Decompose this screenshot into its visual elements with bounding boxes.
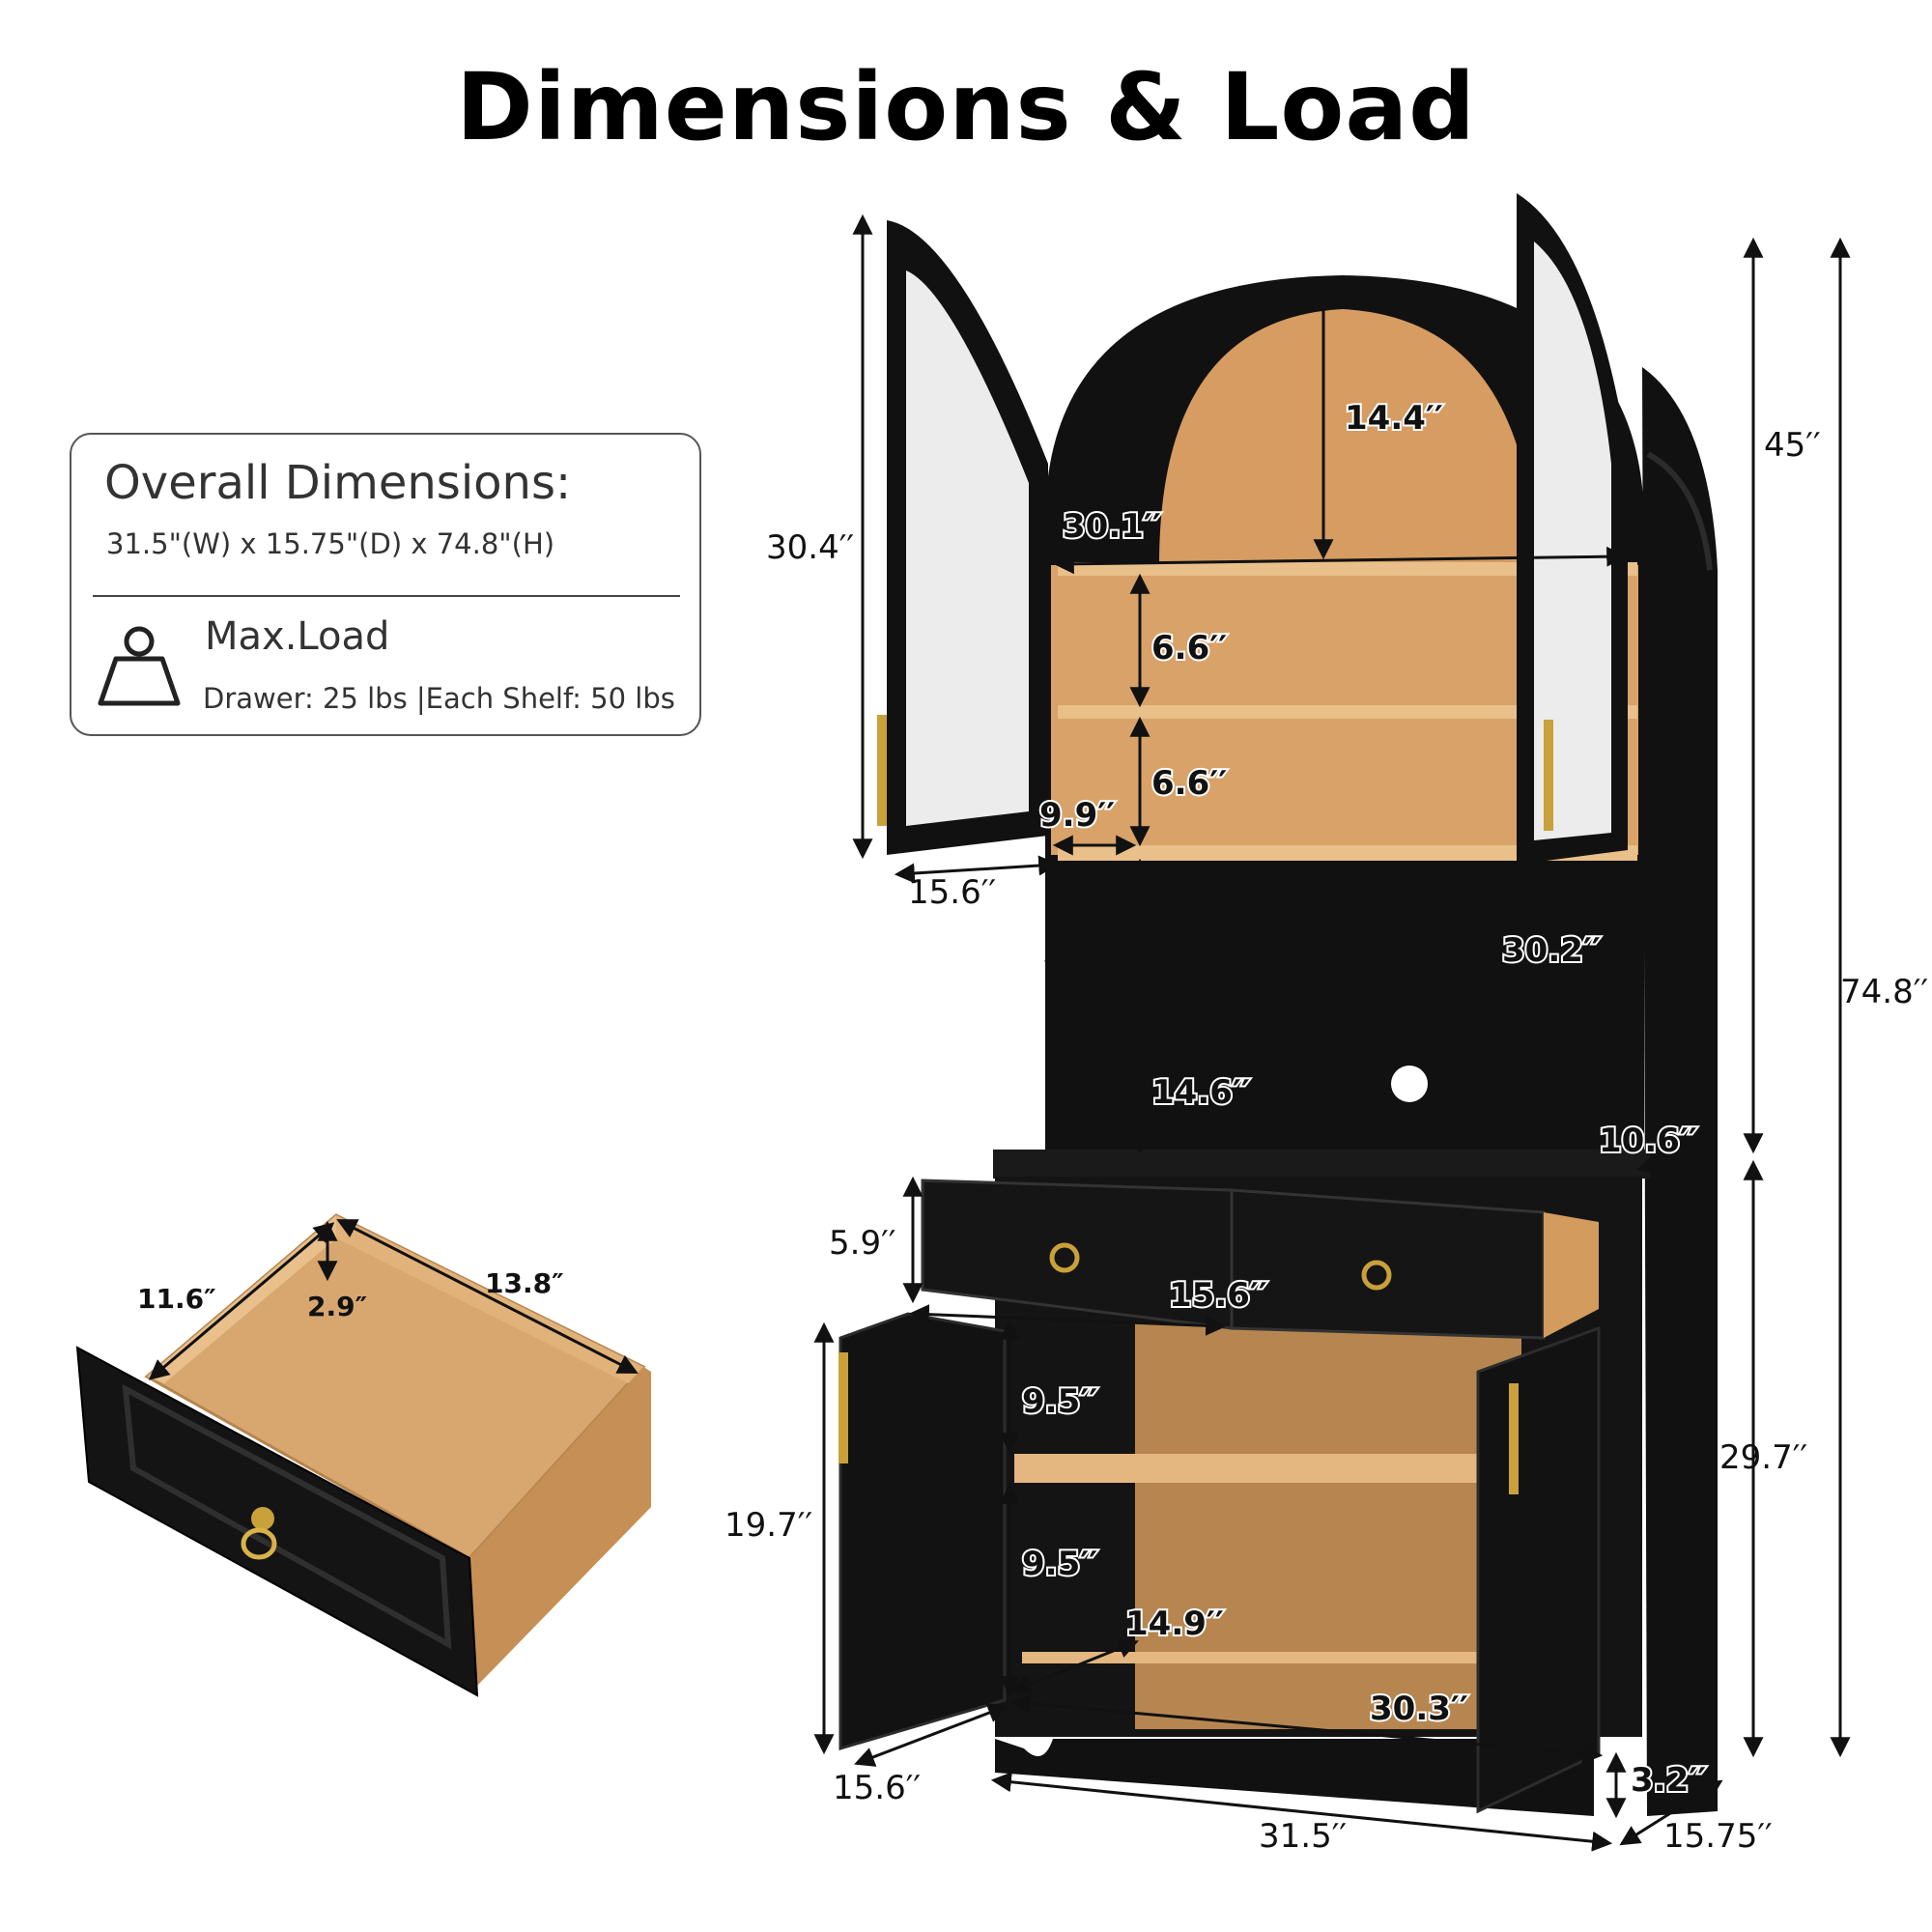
counter-top [993, 1150, 1650, 1179]
lower-depth-arrow [1010, 1638, 1139, 1694]
upper-door-width-arrow [894, 855, 1060, 884]
overall-width-label: 31.5′′ [1259, 1817, 1347, 1856]
lower-left-door [838, 1312, 1007, 1751]
overall-dimensions-text: 31.5"(W) x 15.75"(D) x 74.8"(H) [106, 527, 555, 560]
drawer-front-width-arrow [908, 1304, 1227, 1336]
overall-width-arrow [990, 1772, 1613, 1852]
drawer-width-label: 11.6″ [137, 1283, 216, 1315]
open-height-label: 14.6′′ [1151, 1073, 1250, 1112]
lower-right-handle [1509, 1383, 1519, 1494]
base-shelf [1014, 1454, 1521, 1483]
drawer-front-panel [122, 1383, 452, 1650]
card-heading: Overall Dimensions: [104, 456, 572, 510]
drawer-front [75, 1346, 479, 1697]
leg-height-label: 3.2′′ [1631, 1761, 1706, 1800]
drawer-depth-label: 13.8″ [485, 1267, 564, 1299]
upper-door-height-label: 30.4′′ [766, 528, 854, 567]
dimension-labels: 30.4′′ 15.6′′ 14.4′′ 30.1′′ 6.6′′ 6.6′′ … [724, 397, 1928, 1856]
overall-depth-arrow [1619, 1779, 1723, 1846]
total-height-label: 74.8′′ [1840, 973, 1928, 1011]
shelf-gap-1-label: 6.6′′ [1151, 629, 1227, 668]
drawer-width-arrow [148, 1222, 335, 1380]
arch-height-label: 14.4′′ [1345, 399, 1443, 438]
overall-dimensions-card: Overall Dimensions: 31.5"(W) x 15.75"(D)… [70, 433, 701, 736]
upper-shelf-depth-label: 9.9′′ [1039, 796, 1115, 835]
cable-hole [1391, 1065, 1428, 1102]
drawer-front-height-label: 5.9′′ [829, 1224, 896, 1263]
overall-depth-label: 15.75′′ [1663, 1817, 1773, 1856]
load-detail-text: Drawer: 25 lbs |Each Shelf: 50 lbs [203, 682, 675, 715]
drawer-height-label: 2.9″ [307, 1291, 367, 1322]
drawer-ring-pull [241, 1527, 277, 1560]
cabinet-illustration [838, 193, 1718, 1816]
upper-right-handle [1544, 720, 1553, 831]
upper-right-glass [1534, 242, 1611, 840]
upper-left-glass [906, 270, 1029, 826]
lower-gap-2-label: 9.5′′ [1022, 1545, 1097, 1583]
top-shelf-width-label: 30.1′′ [1063, 507, 1161, 546]
lower-shelf [1058, 845, 1637, 861]
base-height-label: 29.7′′ [1719, 1438, 1807, 1477]
base-interior [1135, 1323, 1521, 1729]
hutch-height-label: 45′′ [1764, 426, 1821, 465]
lower-door-width-arrow [854, 1703, 1009, 1767]
middle-shelf [1058, 705, 1637, 719]
drawer-front-width-label: 15.6′′ [1169, 1276, 1267, 1315]
page-title: Dimensions & Load [456, 53, 1476, 161]
lower-depth-label: 14.9′′ [1125, 1605, 1224, 1643]
dimension-arrows [813, 213, 1851, 1852]
lower-door-width-label: 15.6′′ [833, 1769, 921, 1807]
lower-width-label: 30.3′′ [1370, 1690, 1468, 1728]
drawer-right-ring [1361, 1260, 1392, 1291]
arch-interior [1159, 309, 1536, 565]
drawer-left-ring [1049, 1242, 1080, 1273]
drawer-depth-arrow [336, 1219, 639, 1374]
card-divider [93, 595, 680, 597]
drawer-illustration: 11.6″ 13.8″ 2.9″ [75, 1213, 651, 1697]
cabinet-side [1642, 367, 1718, 1816]
max-load-label: Max.Load [205, 614, 390, 659]
counter-depth-arrow [1635, 1144, 1715, 1175]
lower-right-door [1476, 1325, 1601, 1814]
lower-width-arrow [1009, 1693, 1604, 1764]
drawer-side-panel [469, 1367, 651, 1686]
counter-depth-label: 10.6′′ [1599, 1122, 1697, 1160]
lower-door-height-label: 19.7′′ [724, 1506, 812, 1545]
upper-door-width-label: 15.6′′ [908, 873, 996, 912]
lower-left-handle [838, 1352, 848, 1463]
open-width-label: 30.2′′ [1502, 931, 1601, 970]
drawer-open-side [1544, 1212, 1599, 1338]
top-shelf-width-arrow [1053, 546, 1628, 575]
shelf-gap-2-label: 6.6′′ [1151, 764, 1227, 803]
lower-gap-1-label: 9.5′′ [1022, 1382, 1097, 1421]
upper-left-handle [877, 715, 887, 826]
drawer-right-front [1230, 1188, 1546, 1340]
drawer-knob [251, 1507, 274, 1530]
weight-icon [98, 626, 181, 706]
